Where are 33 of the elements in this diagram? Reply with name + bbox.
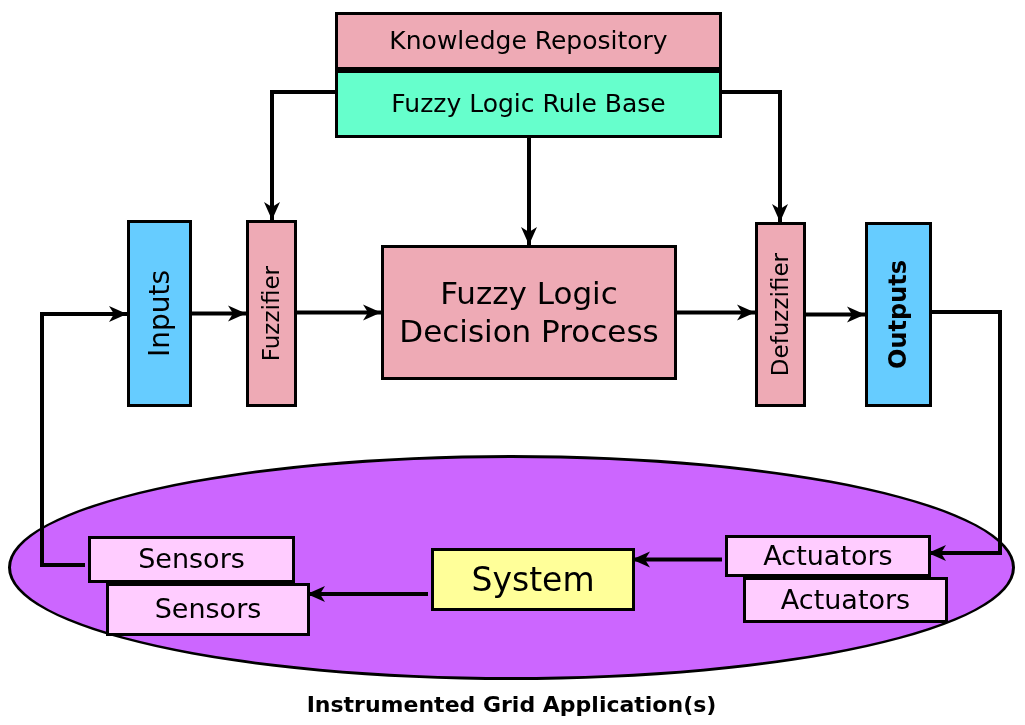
component-box — [106, 583, 310, 636]
box-label: Fuzzifier — [257, 265, 285, 362]
box-label: Defuzzifier — [766, 252, 794, 377]
box-label: Sensors — [154, 593, 262, 626]
box-label: Fuzzy Logic Decision Process — [398, 275, 660, 350]
box-label: Actuators — [763, 539, 893, 573]
box-label: Fuzzy Logic Rule Base — [391, 89, 666, 119]
label-box — [335, 70, 722, 138]
box-label: System — [471, 559, 595, 600]
process-box — [246, 220, 297, 407]
process-box — [381, 245, 677, 380]
arrow — [521, 138, 537, 245]
component-box — [725, 535, 931, 577]
caption-text: Instrumented Grid Application(s) — [305, 692, 718, 717]
arrow — [677, 304, 755, 321]
component-box — [88, 536, 295, 583]
arrow — [806, 306, 865, 323]
arrow — [40, 306, 127, 567]
box-label: Inputs — [142, 269, 177, 358]
box-label: Outputs — [884, 260, 913, 369]
arrow — [192, 305, 246, 322]
process-box — [755, 222, 806, 407]
box-label: Sensors — [138, 543, 245, 576]
label-box — [335, 12, 722, 70]
arrow — [264, 90, 335, 220]
arrow — [297, 304, 381, 321]
box-label: Knowledge Repository — [389, 26, 668, 56]
component-box — [431, 548, 635, 611]
box-label: Actuators — [780, 583, 911, 617]
process-box — [127, 220, 192, 407]
process-box — [865, 222, 932, 407]
component-box — [743, 577, 948, 623]
arrow — [722, 90, 788, 222]
